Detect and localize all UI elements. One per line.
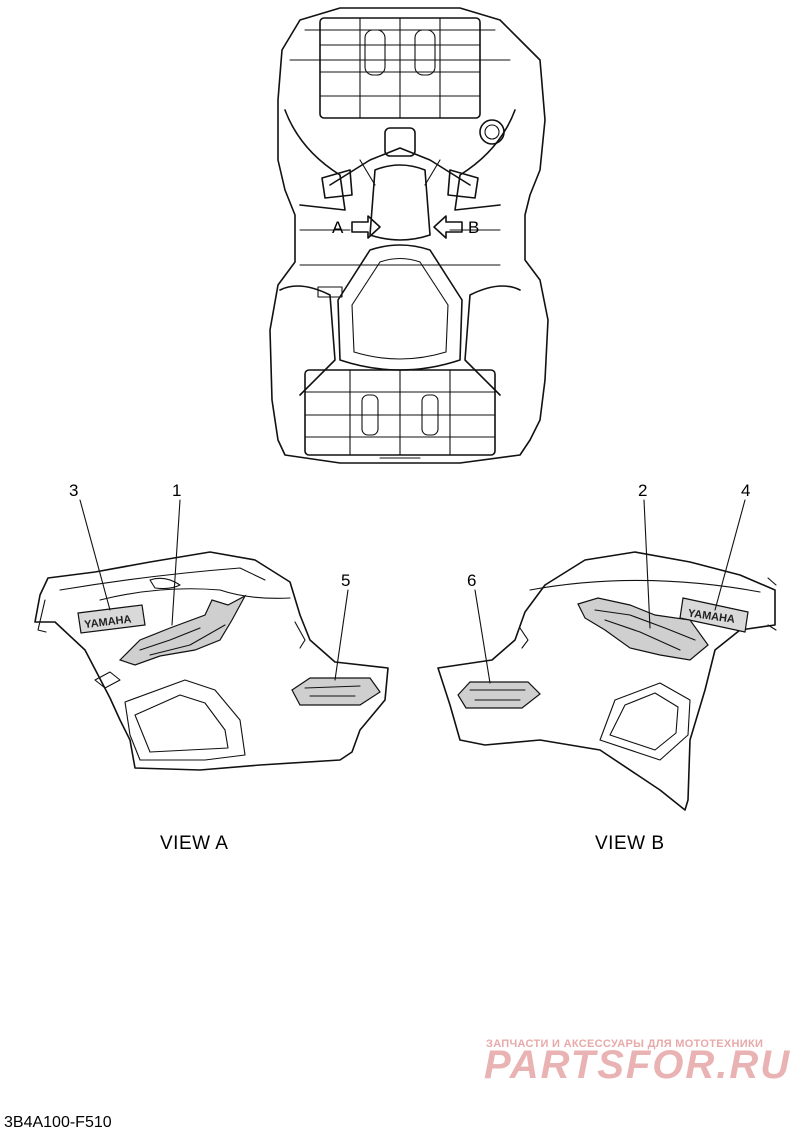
arrow-a-label: A	[332, 218, 344, 237]
atv-top-view: A B	[269, 7, 549, 464]
decal-6-emblem	[457, 681, 541, 709]
callout-6: 6	[467, 571, 476, 590]
callout-5: 5	[341, 571, 350, 590]
callout-3: 3	[69, 481, 78, 500]
decal-2-graphic	[577, 597, 709, 661]
drawing-code: 3B4A100-F510	[4, 1114, 112, 1130]
view-b-panel: YAMAHA 2 4 6	[437, 481, 777, 811]
decal-4-badge: YAMAHA	[679, 597, 749, 633]
decal-1-graphic	[118, 594, 247, 666]
arrow-b-label: B	[468, 218, 479, 237]
callout-1: 1	[172, 481, 181, 500]
badge-text-a: YAMAHA	[84, 613, 132, 631]
decal-3-badge: YAMAHA	[77, 604, 146, 634]
view-a-caption: VIEW A	[160, 833, 228, 854]
view-b-caption: VIEW B	[595, 833, 665, 854]
decal-5-emblem	[291, 677, 381, 706]
watermark-site: PARTSFOR.RU	[484, 1043, 791, 1087]
callout-2: 2	[638, 481, 647, 500]
callout-4: 4	[741, 481, 750, 500]
view-a-panel: YAMAHA 3 1 5	[34, 481, 389, 771]
watermark-tagline: ЗАПЧАСТИ И АКСЕССУАРЫ ДЛЯ МОТОТЕХНИКИ	[486, 1038, 763, 1050]
watermark: ЗАПЧАСТИ И АКСЕССУАРЫ ДЛЯ МОТОТЕХНИКИ PA…	[484, 1038, 791, 1087]
